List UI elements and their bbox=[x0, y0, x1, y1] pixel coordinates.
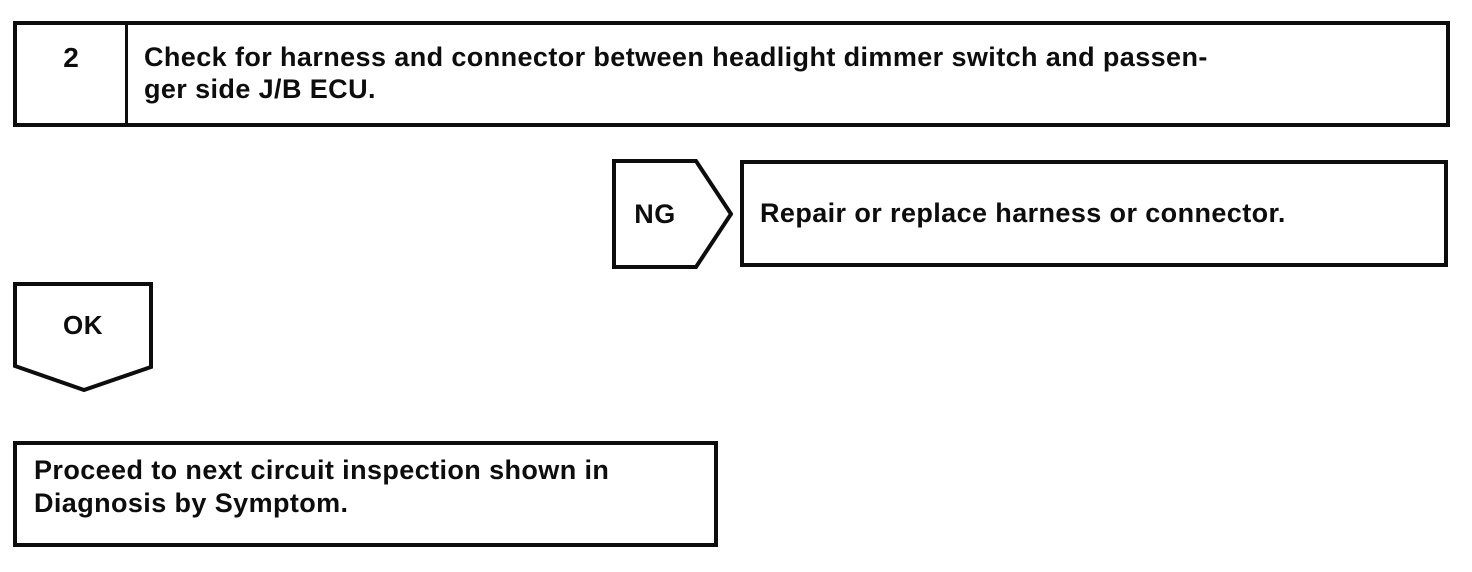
ng-action-text: Repair or replace harness or connector. bbox=[760, 198, 1286, 228]
ng-label: NG bbox=[634, 198, 676, 229]
result-line-2: Diagnosis by Symptom. bbox=[34, 488, 349, 518]
ok-pentagon-down-icon bbox=[13, 282, 153, 392]
step-instruction: Check for harness and connector between … bbox=[128, 25, 1446, 123]
step-instruction-line-1: Check for harness and connector between … bbox=[144, 42, 1208, 72]
ng-action-box: Repair or replace harness or connector. bbox=[740, 160, 1448, 267]
ok-label: OK bbox=[63, 309, 103, 340]
step-number: 2 bbox=[17, 25, 128, 123]
ok-connector-shape: OK bbox=[13, 282, 153, 392]
result-line-1: Proceed to next circuit inspection shown… bbox=[34, 455, 610, 485]
step-box: 2 Check for harness and connector betwee… bbox=[13, 21, 1450, 127]
step-instruction-line-2: ger side J/B ECU. bbox=[144, 74, 376, 104]
ng-pentagon-right-icon bbox=[612, 159, 733, 269]
ok-result-box: Proceed to next circuit inspection shown… bbox=[13, 441, 718, 547]
ng-connector-shape: NG bbox=[612, 159, 733, 269]
